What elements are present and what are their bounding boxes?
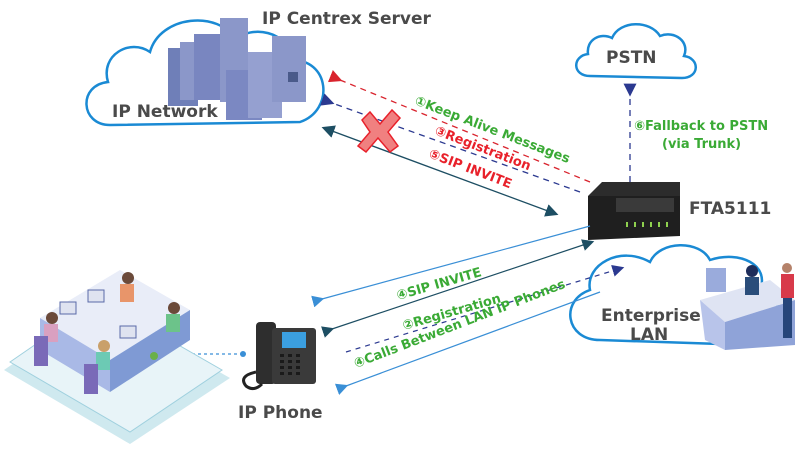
- fta5111-label: FTA5111: [689, 199, 771, 219]
- ip-phone-label: IP Phone: [238, 403, 323, 423]
- ip-network-label: IP Network: [112, 102, 218, 122]
- fallback-message-line1: ⑥Fallback to PSTN: [634, 119, 768, 134]
- enterprise-lan-label-line2: LAN: [630, 325, 668, 345]
- ip-network-cloud: [85, 19, 325, 127]
- calls-lan-arrow: [334, 291, 601, 395]
- sip-invite-phone-message-label: ④SIP INVITE: [395, 265, 483, 304]
- fta5111-device-icon: [588, 182, 680, 240]
- calls-lan-message-label: ④Calls Between LAN IP Phones: [352, 277, 568, 372]
- call-center-office-icon: [4, 270, 230, 444]
- registration-phone-arrow: [320, 239, 595, 338]
- office-worker-icon: [700, 263, 795, 350]
- failure-x-icon: [356, 108, 402, 154]
- pstn-cloud: [575, 23, 697, 80]
- centrex-server-icon: [168, 18, 306, 120]
- centrex-server-label: IP Centrex Server: [262, 9, 432, 29]
- fallback-message-line2: (via Trunk): [662, 137, 741, 152]
- ip-phone-icon: [242, 322, 316, 391]
- enterprise-lan-label-line1: Enterprise: [601, 306, 701, 326]
- connector-dot: [240, 351, 246, 357]
- pstn-label: PSTN: [606, 48, 657, 68]
- registration-phone-dashed-arrow: [345, 265, 625, 353]
